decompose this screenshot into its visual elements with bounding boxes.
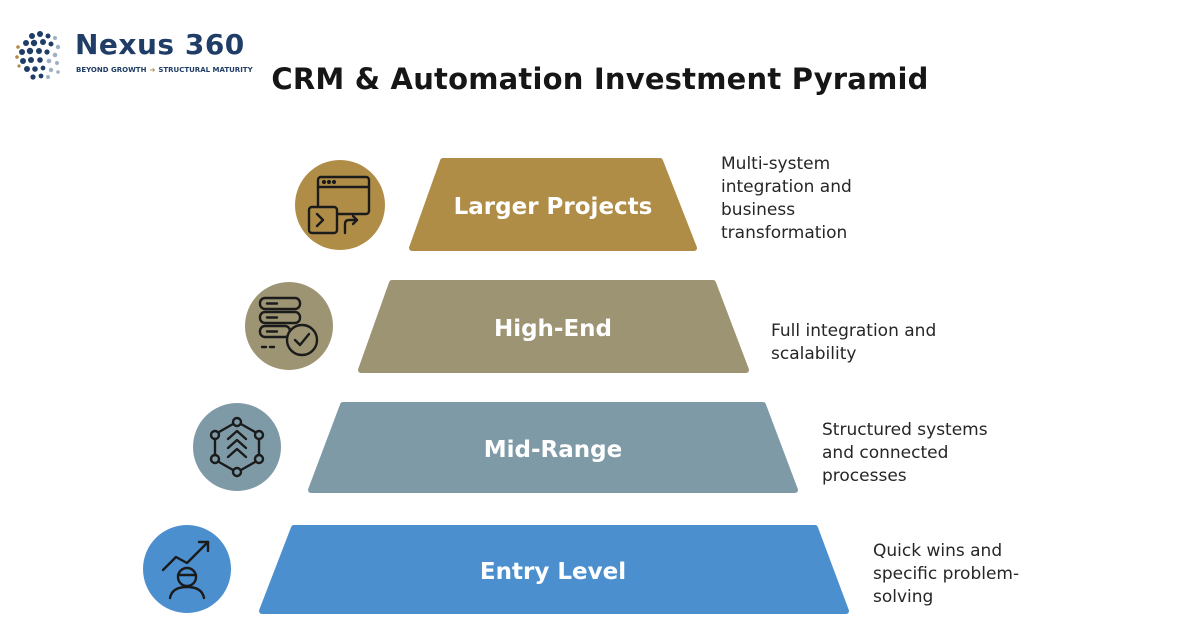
tagline-left: BEYOND GROWTH	[76, 66, 147, 74]
tier-mid-range: Mid-Range	[193, 402, 798, 493]
tier-label: Entry Level	[480, 559, 626, 585]
description-line: Structured systems	[822, 420, 988, 440]
description-line: Full integration and	[771, 321, 937, 341]
tagline-arrow-icon: ➜	[149, 66, 156, 74]
globe-dots-icon	[15, 31, 61, 80]
tier-description-larger-projects: Multi-system integration and business tr…	[721, 153, 852, 245]
description-line: Quick wins and	[873, 541, 1003, 561]
description-line: solving	[873, 587, 934, 607]
description-line: Multi-system	[721, 154, 831, 174]
growth-person-icon	[143, 525, 231, 613]
tier-label: High-End	[494, 316, 612, 342]
brand-logo: Nexus 360 BEYOND GROWTH➜STRUCTURAL MATUR…	[14, 28, 254, 84]
tier-band	[308, 402, 798, 493]
description-line: processes	[822, 466, 907, 486]
network-chevrons-icon	[193, 403, 281, 491]
tier-band	[259, 525, 849, 614]
tier-label: Larger Projects	[454, 194, 653, 220]
brand-name: Nexus 360	[75, 28, 245, 61]
description-line: integration and	[721, 177, 852, 197]
description-line: business	[721, 200, 796, 220]
description-line: scalability	[771, 344, 857, 364]
brand-tagline: BEYOND GROWTH➜STRUCTURAL MATURITY	[76, 66, 253, 74]
description-line: transformation	[721, 223, 848, 243]
tier-entry-level: Entry Level	[143, 525, 849, 614]
tier-label: Mid-Range	[484, 437, 622, 463]
tier-larger-projects: Larger Projects	[295, 158, 697, 251]
tier-high-end: High-End	[245, 280, 749, 373]
server-check-icon	[245, 282, 333, 370]
description-line: and connected	[822, 443, 949, 463]
terminal-window-icon	[295, 160, 385, 250]
tier-band	[358, 280, 749, 373]
tagline-right: STRUCTURAL MATURITY	[158, 66, 253, 74]
tier-description-mid-range: Structured systems and connected process…	[822, 419, 988, 488]
tier-band	[409, 158, 697, 251]
tier-description-high-end: Full integration and scalability	[771, 320, 936, 366]
description-line: specific problem-	[873, 564, 1020, 584]
page-title: CRM & Automation Investment Pyramid	[271, 62, 929, 96]
tier-description-entry-level: Quick wins and specific problem- solving	[873, 540, 1019, 609]
